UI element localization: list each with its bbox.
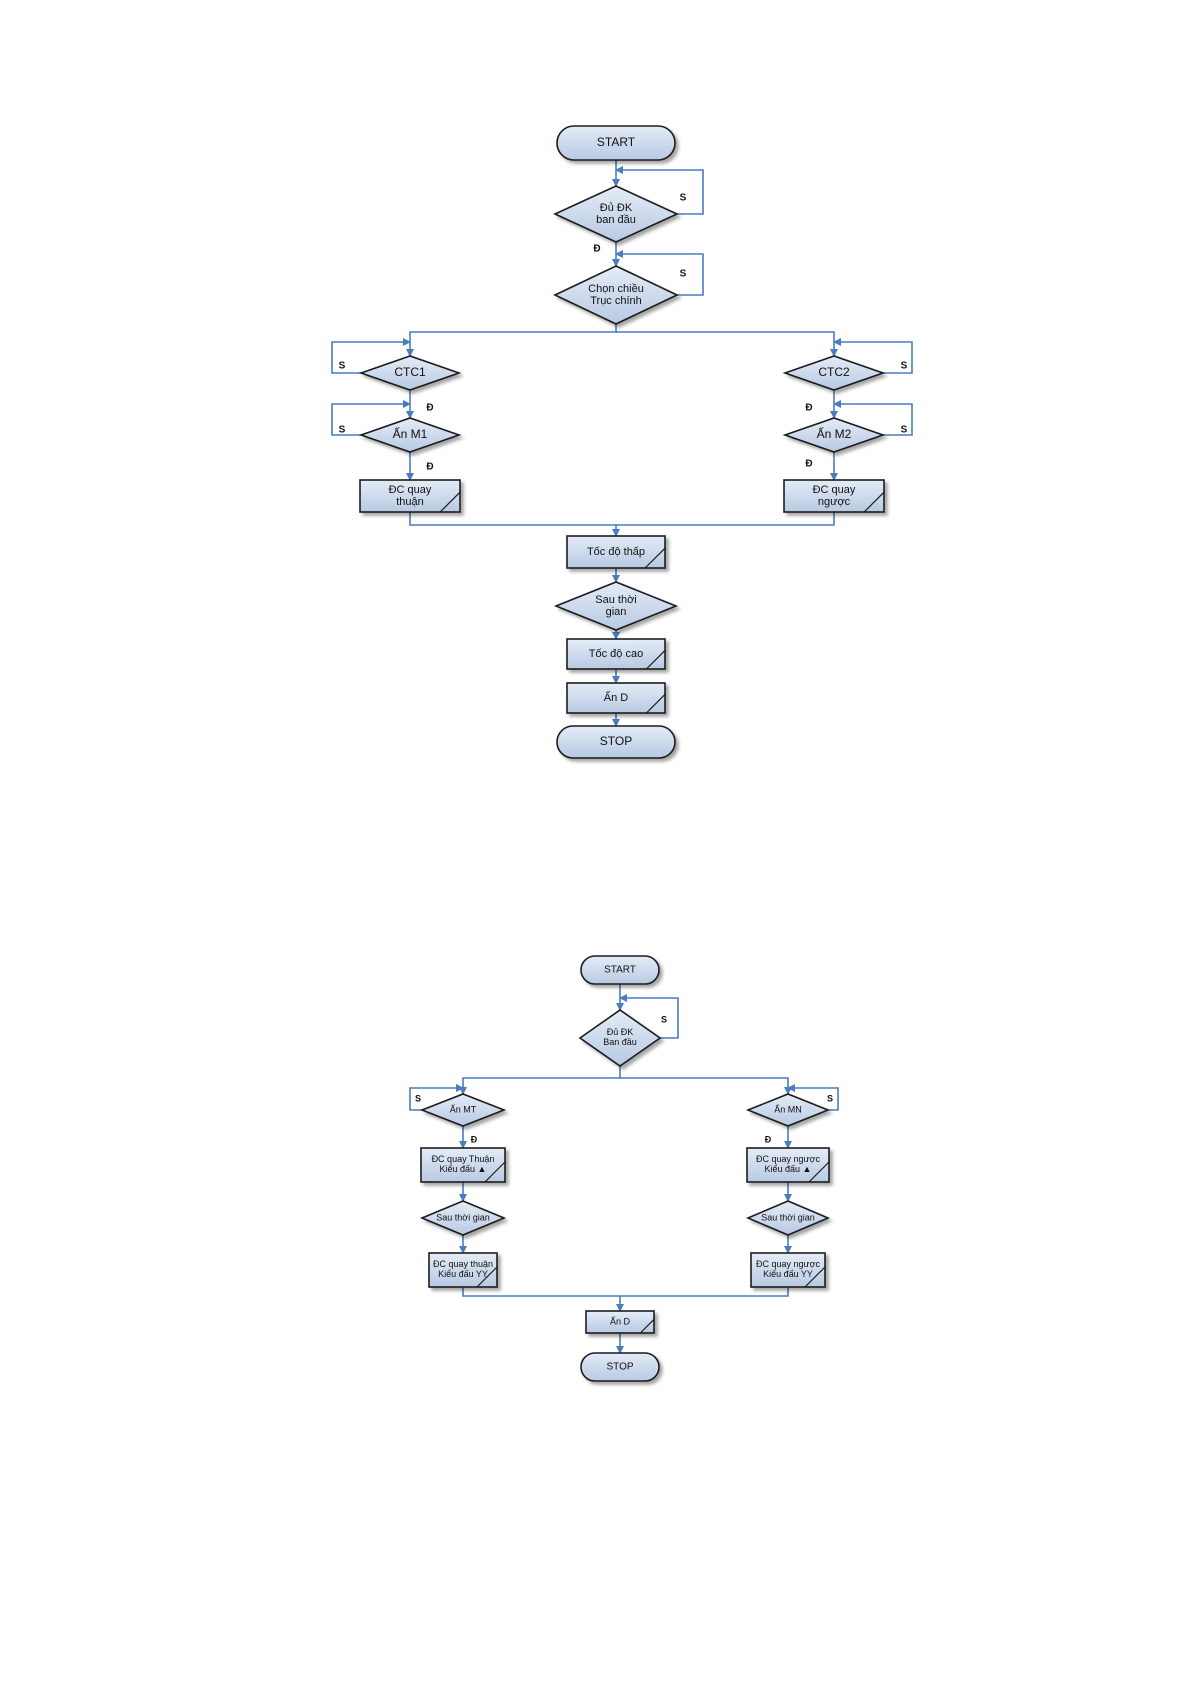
conn-forward-merge — [409, 512, 620, 537]
conn2-mn-loop-s — [787, 1084, 839, 1111]
svg-text:Ấn MT: Ấn MT — [450, 1104, 477, 1114]
stop-terminal-2: STOP — [580, 1352, 660, 1382]
label-layer: S Đ S S Đ S Đ S Đ S Đ S S Đ S Đ — [339, 193, 908, 1145]
conn2-initial-loop-s — [619, 994, 679, 1039]
label-s-ctc1: S — [339, 361, 346, 372]
svg-text:Tốc độ cao: Tốc độ cao — [589, 648, 643, 660]
conn2-initial-split — [459, 1066, 621, 1095]
label-s-m1: S — [339, 425, 346, 436]
decision-after-time-left: Sau thời gian — [419, 1200, 507, 1236]
label2-s-initial: S — [661, 1014, 667, 1024]
conn-direction-loop-s — [615, 250, 704, 296]
conn-ctc2-loop-s — [833, 338, 913, 374]
process-press-d-2: Ấn D — [585, 1310, 655, 1334]
process-low-speed: Tốc độ thấp — [566, 535, 666, 569]
start-terminal-2: START — [580, 955, 660, 985]
process-high-speed: Tốc độ cao — [566, 638, 666, 670]
decision-after-time-right: Sau thời gian — [745, 1200, 831, 1236]
conn-direction-to-ctc2 — [616, 331, 838, 357]
conn-m2-loop-s — [833, 400, 913, 436]
conn2-yy-right-merge — [620, 1287, 789, 1297]
conn-reverse-merge — [616, 512, 835, 526]
conn-m1-loop-s — [331, 400, 411, 436]
svg-text:STOP: STOP — [606, 1362, 633, 1373]
svg-text:Tốc độ thấp: Tốc độ thấp — [587, 546, 645, 558]
label-s-m2: S — [901, 425, 908, 436]
decision-ctc2: CTC2 — [782, 355, 886, 391]
decision-ctc1: CTC1 — [358, 355, 462, 391]
conn2-initial-to-mn — [620, 1077, 792, 1095]
label-d-ctc2: Đ — [805, 403, 812, 414]
svg-text:START: START — [604, 965, 636, 976]
svg-text:Sau thời gian: Sau thời gian — [761, 1212, 814, 1222]
label-s-initial: S — [680, 193, 687, 204]
svg-text:CTC2: CTC2 — [818, 365, 850, 379]
label2-s-mt: S — [415, 1093, 421, 1103]
label2-s-mn: S — [827, 1093, 833, 1103]
svg-text:Ấn D: Ấn D — [604, 691, 629, 704]
svg-text:CTC1: CTC1 — [394, 365, 426, 379]
start-terminal: START — [556, 125, 676, 161]
conn-ctc1-loop-s — [331, 338, 411, 374]
decision-press-mt: Ấn MT — [419, 1093, 507, 1127]
decision-press-m1: Ấn M1 — [358, 417, 462, 453]
svg-text:Ấn D: Ấn D — [610, 1316, 631, 1326]
conn2-mt-loop-s — [409, 1084, 464, 1111]
svg-text:START: START — [597, 135, 636, 149]
decision-press-m2: Ấn M2 — [782, 417, 886, 453]
svg-text:Ấn M2: Ấn M2 — [817, 426, 852, 441]
conn-direction-split — [406, 324, 617, 357]
connector-layer — [331, 160, 913, 1354]
svg-text:Ấn MN: Ấn MN — [774, 1104, 802, 1114]
label-d-ctc1: Đ — [426, 403, 433, 414]
label-d-m2: Đ — [805, 459, 812, 470]
conn2-yy-merge — [462, 1287, 624, 1312]
decision-press-mn: Ấn MN — [745, 1093, 831, 1127]
conn-initial-loop-s — [615, 166, 704, 215]
label-d-initial: Đ — [593, 244, 600, 255]
label2-d-mt: Đ — [471, 1134, 478, 1144]
svg-text:Ấn M1: Ấn M1 — [393, 426, 428, 441]
svg-text:Sau thời gian: Sau thời gian — [436, 1212, 489, 1222]
svg-text:STOP: STOP — [600, 734, 632, 748]
label-s-direction: S — [680, 269, 687, 280]
label2-d-mn: Đ — [765, 1134, 772, 1144]
process-press-d: Ấn D — [566, 682, 666, 714]
stop-terminal: STOP — [556, 725, 676, 759]
label-d-m1: Đ — [426, 462, 433, 473]
label-s-ctc2: S — [901, 361, 908, 372]
